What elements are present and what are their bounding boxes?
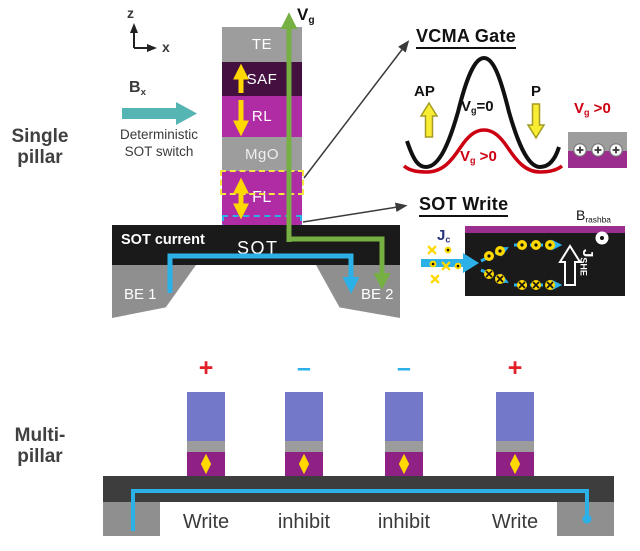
coordinate-axes-icon	[130, 23, 157, 52]
vg-pos-curve-label: Vg >0	[460, 148, 497, 166]
multi-pillar-2-top	[285, 392, 323, 441]
mode-label-2: inhibit	[277, 511, 331, 533]
multi-pillar-3-fl	[385, 452, 423, 476]
vcma-region-box	[220, 170, 304, 195]
mode-label-3: inhibit	[377, 511, 431, 533]
mgo-layer: MgO	[222, 137, 302, 171]
mode-label-1: Write	[182, 511, 230, 533]
multi-pillar-2-barrier	[285, 441, 323, 452]
be1-label: BE 1	[124, 286, 157, 303]
sot-write-callout-line	[302, 202, 408, 223]
multi-pillar-2-fl	[285, 452, 323, 476]
axis-z-label: z	[127, 5, 134, 21]
rl-layer: RL	[222, 96, 302, 137]
bx-field-arrow	[122, 102, 197, 125]
polarity-label-3: –	[397, 354, 411, 382]
polarity-label-4: +	[507, 354, 523, 382]
axis-x-label: x	[162, 39, 170, 55]
multi-pillar-1-fl	[187, 452, 225, 476]
jc-label: Jc	[437, 227, 451, 245]
ap-state-label: AP	[414, 83, 435, 100]
gate-capacitor-metal	[568, 132, 627, 151]
sot-bar-label: SOT	[237, 238, 279, 258]
jshe-label: JSHE	[578, 249, 596, 276]
bx-field-label: Bx	[129, 79, 146, 98]
sot-write-box	[465, 226, 625, 296]
vg-zero-curve-label: Vg=0	[461, 98, 494, 116]
b-rashba-label: Brashba	[576, 207, 611, 225]
mode-label-4: Write	[491, 511, 539, 533]
multi-pillar-3-top	[385, 392, 423, 441]
multi-sot-bar	[103, 476, 614, 502]
multi-pillar-1-barrier	[187, 441, 225, 452]
sot-current-label: SOT current	[121, 232, 205, 248]
multi-pillar-4-top	[496, 392, 534, 441]
spin-scatter-icons	[427, 245, 462, 284]
multi-pillar-3-barrier	[385, 441, 423, 452]
gate-capacitor-oxide	[568, 151, 627, 168]
vcma-inset-title: VCMA Gate	[416, 26, 517, 49]
te-layer: TE	[222, 27, 302, 62]
sot-write-inset-title: SOT Write	[419, 194, 509, 217]
multi-pillar-4-fl	[496, 452, 534, 476]
single-pillar-section-label: Single pillar	[11, 126, 69, 168]
sot-write-box-interface	[465, 226, 625, 233]
saf-layer: SAF	[222, 62, 302, 96]
p-state-label: P	[531, 83, 542, 100]
multi-pillar-1-top	[187, 392, 225, 441]
bx-caption: Deterministic SOT switch	[119, 127, 198, 159]
vcma-callout-line	[303, 40, 410, 179]
be2-label: BE 2	[361, 286, 394, 303]
multi-be-left	[103, 502, 160, 536]
polarity-label-2: –	[297, 354, 311, 382]
p-down-arrow	[526, 103, 546, 140]
vg-label: Vg	[297, 5, 315, 27]
multi-be-right	[557, 502, 614, 536]
multi-pillar-section-label: Multi- pillar	[14, 425, 66, 467]
vg-pos-cap-label: Vg >0	[574, 100, 611, 118]
polarity-label-1: +	[198, 354, 214, 382]
multi-magnetization-arrows	[200, 453, 521, 475]
ap-up-arrow	[419, 101, 439, 138]
multi-pillar-4-barrier	[496, 441, 534, 452]
